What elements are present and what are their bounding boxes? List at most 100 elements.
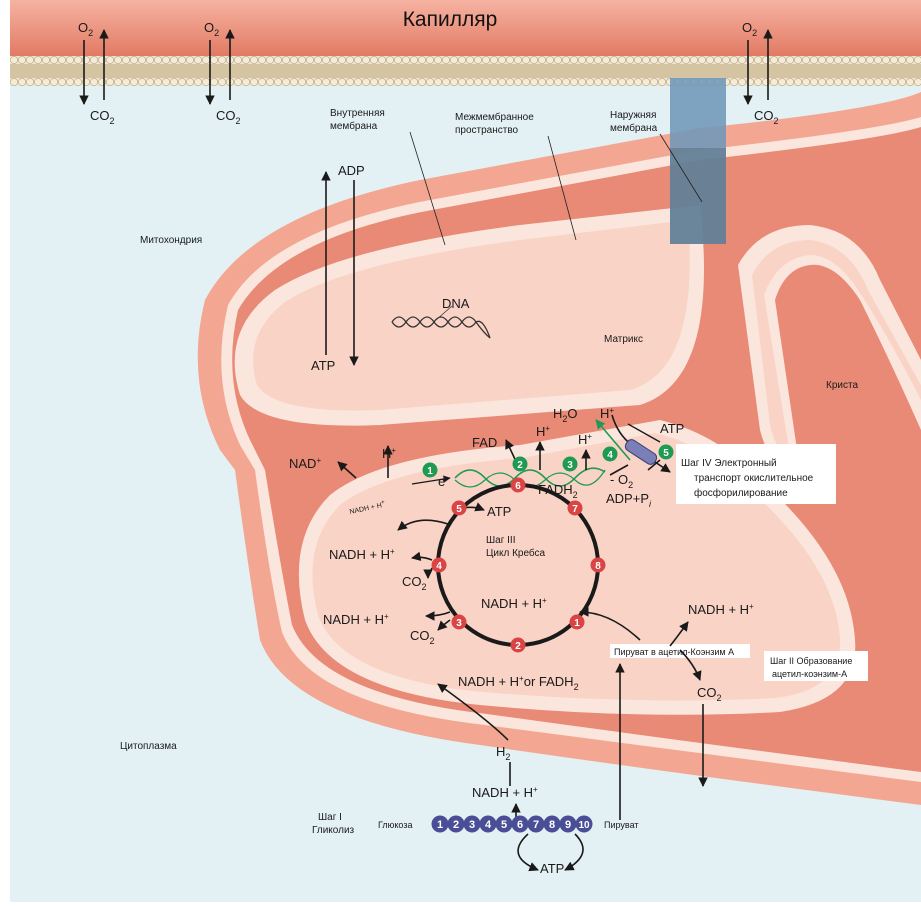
lipid-head: [682, 56, 690, 64]
lipid-head: [778, 56, 786, 64]
svg-text:Шаг II Образование: Шаг II Образование: [770, 656, 852, 666]
lipid-head: [842, 56, 850, 64]
lipid-head: [650, 56, 658, 64]
lipid-head: [874, 56, 882, 64]
krebs-step-4: 4: [431, 557, 447, 573]
svg-text:CO2: CO2: [216, 108, 241, 126]
lipid-head: [714, 56, 722, 64]
krebs-step-7: 7: [567, 500, 583, 516]
lipid-head: [610, 78, 618, 86]
lipid-head: [842, 78, 850, 86]
etc-step-3: 3: [562, 456, 578, 472]
lipid-head: [106, 56, 114, 64]
step4-line1: Шаг IV Электронный: [681, 458, 777, 469]
lipid-head: [890, 78, 898, 86]
lipid-head: [146, 78, 154, 86]
lipid-head: [754, 78, 762, 86]
lipid-head: [658, 78, 666, 86]
glycolysis-step-9: 9: [559, 815, 577, 833]
lipid-head: [210, 78, 218, 86]
svg-text:ATP: ATP: [660, 421, 684, 436]
lipid-head: [354, 56, 362, 64]
lipid-head: [826, 78, 834, 86]
lipid-head: [394, 78, 402, 86]
lipid-head: [266, 78, 274, 86]
svg-text:NADH + H+: NADH + H+: [688, 602, 754, 617]
lipid-head: [130, 56, 138, 64]
lipid-head: [586, 56, 594, 64]
lipid-head: [250, 78, 258, 86]
lipid-head: [866, 56, 874, 64]
lipid-head: [794, 56, 802, 64]
lipid-head: [538, 56, 546, 64]
lipid-head: [26, 56, 34, 64]
lipid-head: [898, 78, 906, 86]
lipid-head: [138, 78, 146, 86]
label-atp-top: ATP: [311, 358, 335, 373]
lipid-head: [42, 56, 50, 64]
lipid-head: [186, 56, 194, 64]
etc-step-5: 5: [658, 444, 674, 460]
krebs-step-3: 3: [451, 614, 467, 630]
svg-text:3: 3: [567, 460, 573, 471]
lipid-head: [458, 78, 466, 86]
lipid-head: [402, 78, 410, 86]
lipid-head: [626, 56, 634, 64]
lipid-head: [202, 56, 210, 64]
electron-transport-chain: NAD+ NADH + H+ H+ e- FAD H+ H+ H2O H+ FA…: [289, 406, 684, 516]
svg-text:ацетил-коэнзим-А: ацетил-коэнзим-А: [772, 669, 847, 679]
lipid-head: [426, 78, 434, 86]
lipid-head: [450, 56, 458, 64]
krebs-step-8: 8: [590, 557, 606, 573]
lipid-head: [298, 78, 306, 86]
glycolysis-group: Шаг I Гликолиз Глюкоза Пируват NADH + H+…: [312, 785, 639, 876]
lipid-head: [90, 56, 98, 64]
lipid-head: [866, 78, 874, 86]
lipid-head: [74, 78, 82, 86]
lipid-head: [122, 56, 130, 64]
svg-text:CO2: CO2: [754, 108, 779, 126]
svg-text:4: 4: [485, 819, 492, 831]
lipid-head: [10, 56, 18, 64]
svg-text:7: 7: [572, 504, 578, 515]
svg-text:Шаг I: Шаг I: [318, 812, 342, 823]
lipid-head: [802, 56, 810, 64]
lipid-head: [906, 78, 914, 86]
lipid-head: [210, 56, 218, 64]
lipid-head: [418, 56, 426, 64]
lipid-head: [874, 78, 882, 86]
lipid-head: [218, 56, 226, 64]
lipid-head: [42, 78, 50, 86]
lipid-head: [514, 56, 522, 64]
svg-text:NADH + H+: NADH + H+: [323, 612, 389, 627]
lipid-head: [146, 56, 154, 64]
lipid-head: [338, 56, 346, 64]
glycolysis-step-7: 7: [527, 815, 545, 833]
lipid-head: [818, 78, 826, 86]
lipid-head: [738, 56, 746, 64]
svg-text:FADH2: FADH2: [538, 482, 578, 500]
lipid-head: [386, 78, 394, 86]
glycolysis-step-8: 8: [543, 815, 561, 833]
lipid-head: [194, 56, 202, 64]
lipid-head: [706, 56, 714, 64]
lipid-head: [818, 56, 826, 64]
atp-synthase: [624, 439, 658, 465]
lipid-head: [882, 56, 890, 64]
lipid-head: [850, 78, 858, 86]
lipid-head: [322, 78, 330, 86]
lipid-head: [914, 78, 921, 86]
lipid-head: [634, 78, 642, 86]
label-outer-membrane: Наружняя: [610, 110, 656, 121]
lipid-head: [578, 56, 586, 64]
crista-inner: [752, 240, 921, 455]
lipid-head: [370, 56, 378, 64]
krebs-step-6: 6: [510, 477, 526, 493]
svg-text:H+: H+: [536, 424, 550, 439]
lipid-head: [594, 78, 602, 86]
lipid-head: [618, 78, 626, 86]
lipid-head: [522, 56, 530, 64]
lipid-head: [266, 56, 274, 64]
krebs-step-1: 1: [569, 614, 585, 630]
lipid-head: [306, 56, 314, 64]
